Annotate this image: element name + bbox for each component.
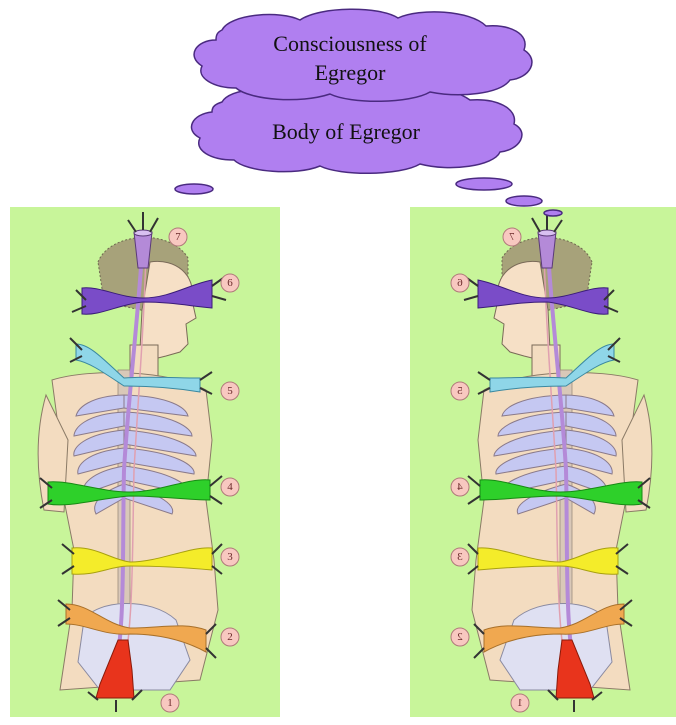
svg-text:4: 4 bbox=[457, 481, 463, 493]
left-number-7: 7 bbox=[169, 228, 187, 246]
svg-text:3: 3 bbox=[227, 551, 233, 563]
right-number-6: 6 bbox=[451, 274, 469, 292]
right-number-4: 4 bbox=[451, 478, 469, 496]
left-number-4: 4 bbox=[221, 478, 239, 496]
svg-text:4: 4 bbox=[227, 481, 233, 493]
consciousness-label-line1: Consciousness of bbox=[273, 31, 427, 56]
bubble-left bbox=[175, 184, 213, 194]
svg-text:2: 2 bbox=[457, 631, 463, 643]
right-number-3: 3 bbox=[451, 548, 469, 566]
left-body-panel: 7 6 5 4 3 2 1 bbox=[10, 207, 280, 717]
right-body-panel: 7 6 5 4 3 2 1 bbox=[410, 207, 676, 717]
consciousness-label-line2: Egregor bbox=[315, 60, 387, 85]
svg-text:1: 1 bbox=[517, 697, 523, 709]
left-number-5: 5 bbox=[221, 382, 239, 400]
left-number-6: 6 bbox=[221, 274, 239, 292]
svg-text:2: 2 bbox=[227, 631, 233, 643]
svg-text:5: 5 bbox=[457, 385, 463, 397]
svg-text:6: 6 bbox=[457, 277, 463, 289]
right-number-1: 1 bbox=[511, 694, 529, 712]
right-number-5: 5 bbox=[451, 382, 469, 400]
bubble-right-small bbox=[544, 210, 562, 216]
left-number-2: 2 bbox=[221, 628, 239, 646]
right-number-2: 2 bbox=[451, 628, 469, 646]
svg-text:7: 7 bbox=[175, 231, 181, 243]
svg-text:6: 6 bbox=[227, 277, 233, 289]
right-number-7: 7 bbox=[503, 228, 521, 246]
bubble-right-medium bbox=[506, 196, 542, 206]
left-number-1: 1 bbox=[161, 694, 179, 712]
svg-text:5: 5 bbox=[227, 385, 233, 397]
body-of-egregor-label: Body of Egregor bbox=[272, 119, 421, 144]
svg-text:7: 7 bbox=[509, 231, 515, 243]
consciousness-of-egregor-cloud: Consciousness of Egregor bbox=[194, 9, 532, 101]
svg-text:1: 1 bbox=[167, 697, 173, 709]
bubble-right-large bbox=[456, 178, 512, 190]
svg-text:3: 3 bbox=[457, 551, 463, 563]
left-number-3: 3 bbox=[221, 548, 239, 566]
